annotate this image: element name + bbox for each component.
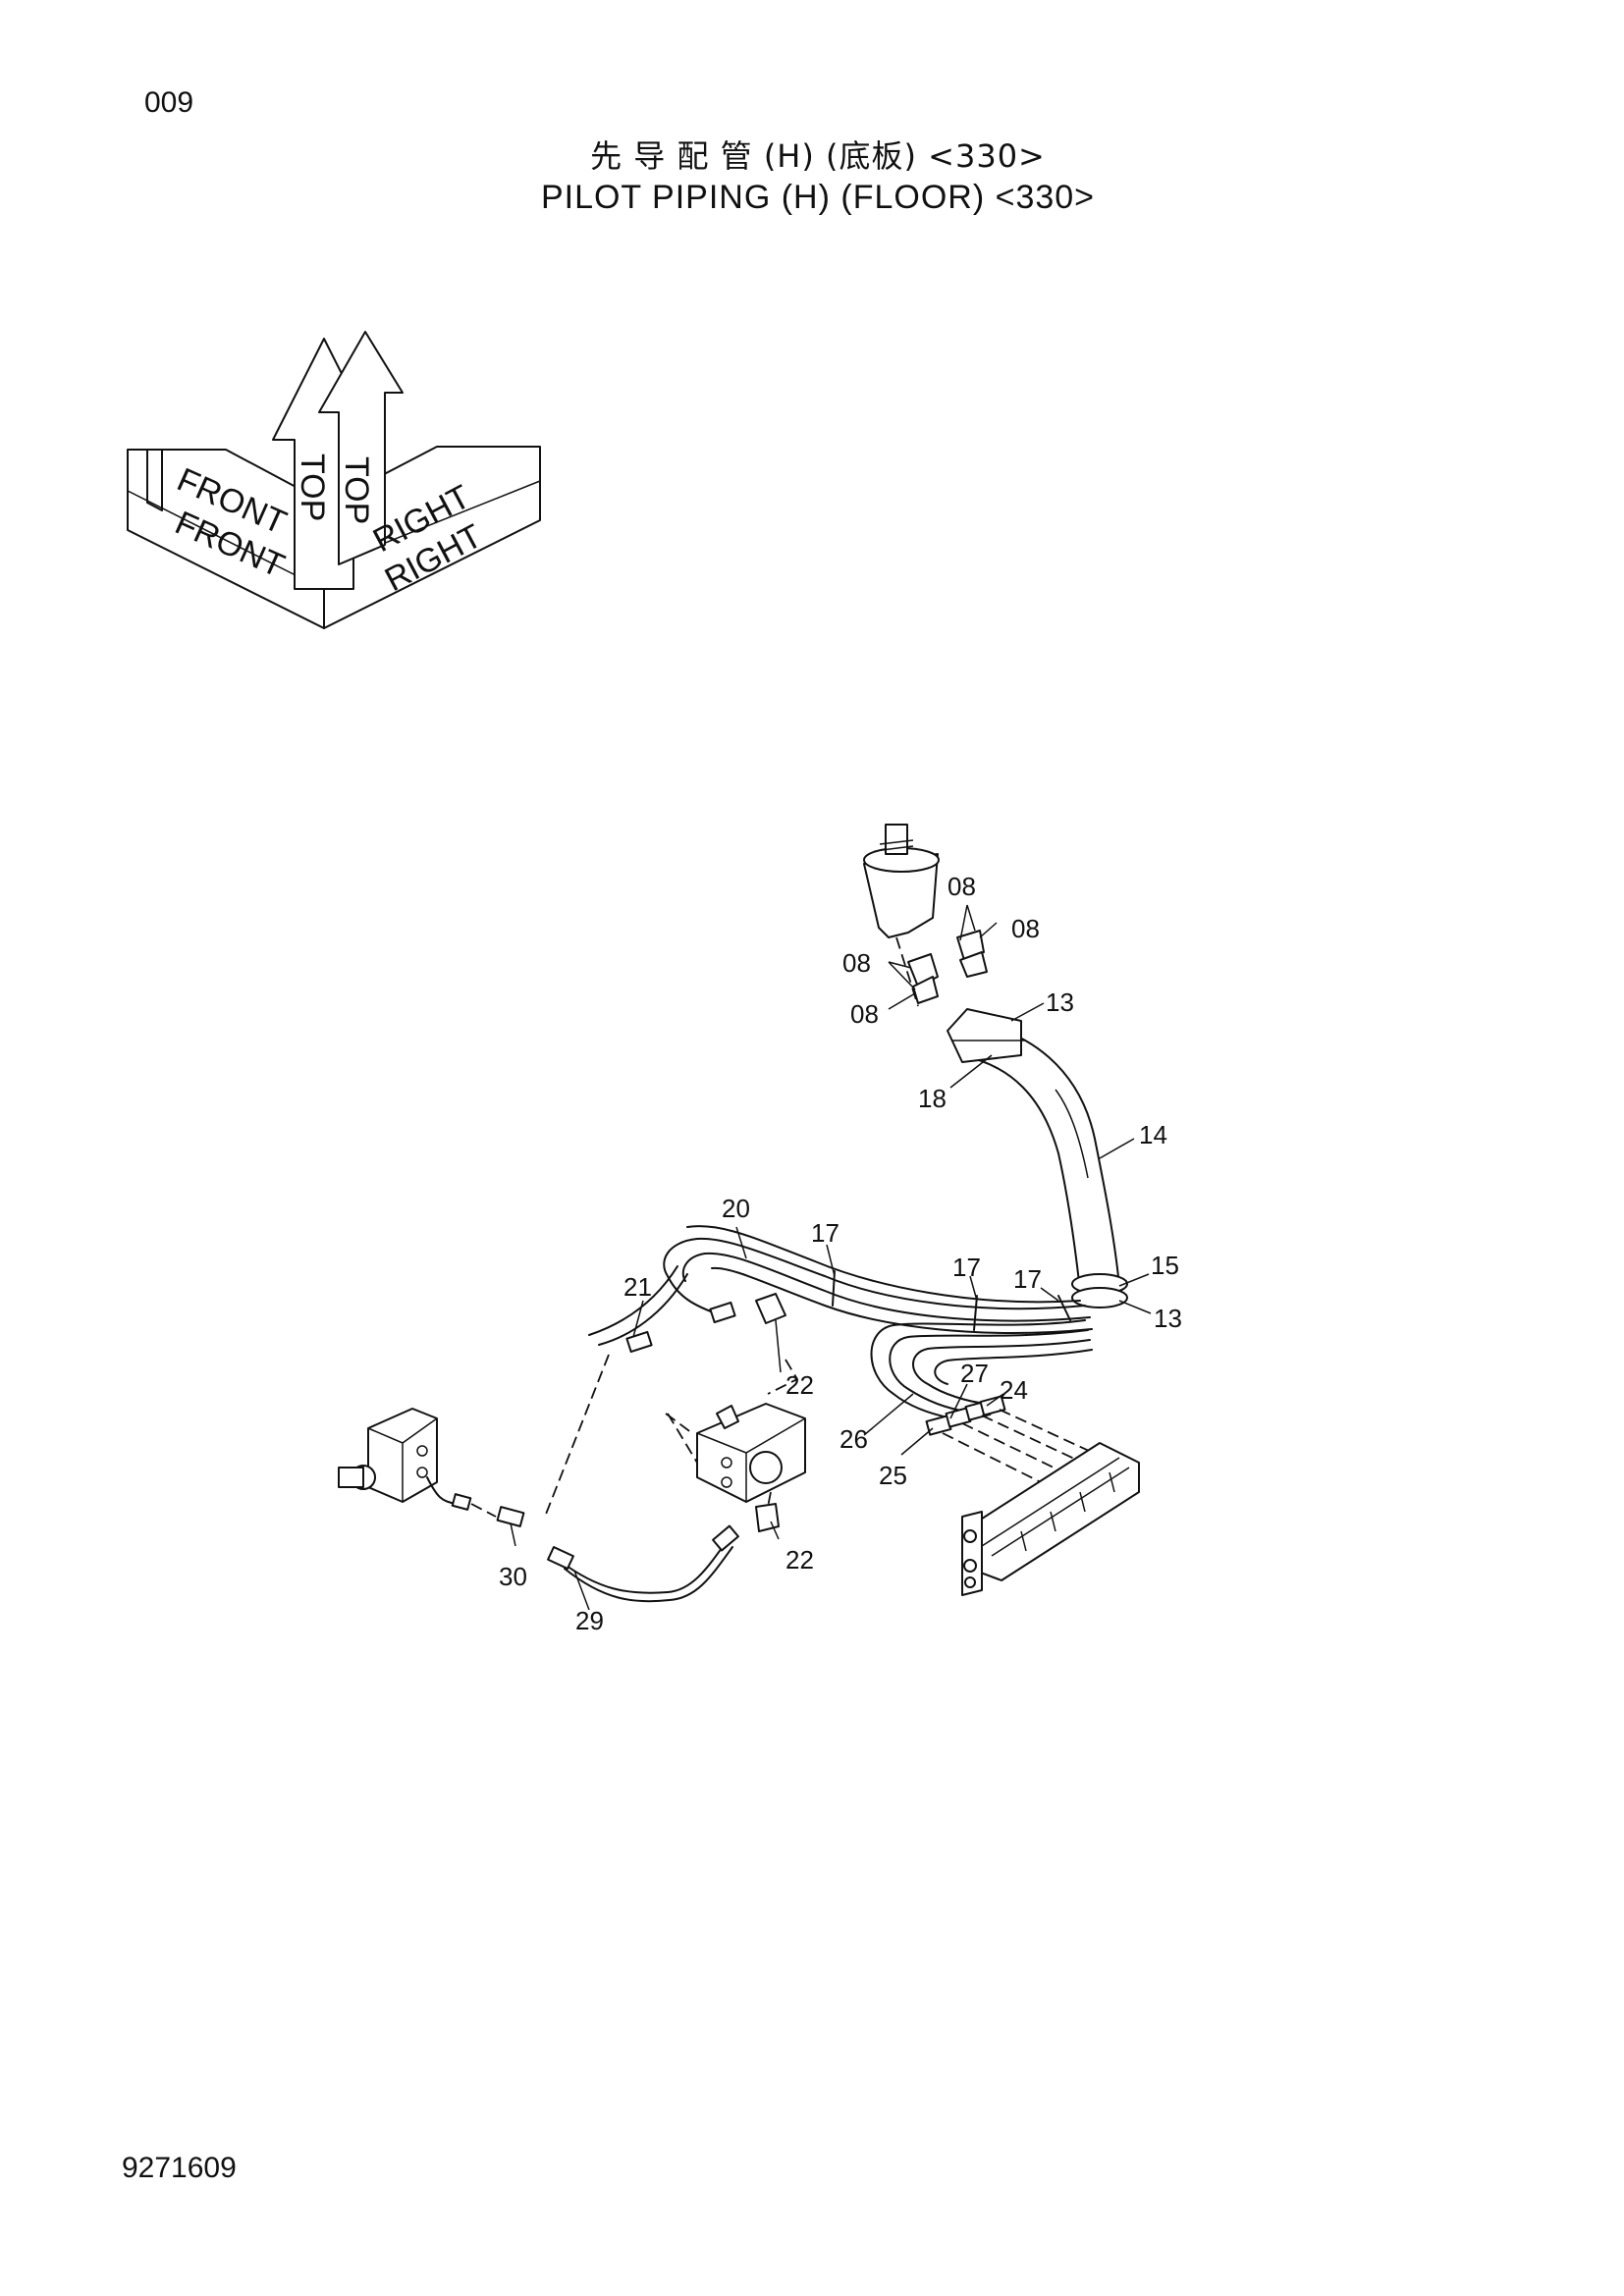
hose-group-lower <box>870 1319 1115 1493</box>
callout-15: 15 <box>1151 1251 1179 1280</box>
leader-lines <box>510 904 1152 1611</box>
title-english: PILOT PIPING (H) (FLOOR) <330> <box>540 179 1096 216</box>
callout-29: 29 <box>575 1606 604 1635</box>
callout-26: 26 <box>839 1424 868 1454</box>
callout-22: 22 <box>785 1370 814 1400</box>
control-valve-block <box>961 1442 1140 1596</box>
callout-17: 17 <box>811 1218 839 1248</box>
callout-17: 17 <box>1013 1264 1042 1294</box>
fitting-08-group <box>907 930 988 1004</box>
document-code: 9271609 <box>122 2152 237 2184</box>
hose-bundle-20 <box>588 1225 1093 1354</box>
callout-20: 20 <box>722 1194 750 1223</box>
callout-08: 08 <box>947 872 976 901</box>
callout-08: 08 <box>850 999 879 1029</box>
title-chinese: 先 导 配 管 (H) (底板) <330> <box>590 137 1046 175</box>
top-label-left: TOP <box>294 454 331 521</box>
callout-14: 14 <box>1139 1120 1167 1149</box>
selector-valve-block <box>665 1359 806 1532</box>
callout-18: 18 <box>918 1084 947 1113</box>
callout-08: 08 <box>1011 914 1040 943</box>
hose-bundle-14 <box>947 1008 1128 1308</box>
callout-08: 08 <box>842 948 871 978</box>
callout-22: 22 <box>785 1545 814 1575</box>
callout-24: 24 <box>1000 1375 1028 1405</box>
page-number: 009 <box>144 86 194 119</box>
callout-21: 21 <box>623 1272 652 1302</box>
callout-13: 13 <box>1154 1304 1182 1333</box>
solenoid-valve <box>338 1408 472 1511</box>
callout-27: 27 <box>960 1359 989 1388</box>
hose-29 <box>470 1354 739 1603</box>
top-label-right: TOP <box>338 456 375 524</box>
orientation-indicator: FRONT FRONT TOP TOP RIGHT RIGHT <box>127 331 541 629</box>
callouts: 08 08 08 08 13 18 14 20 17 17 17 15 13 2… <box>499 872 1182 1635</box>
callout-17: 17 <box>952 1253 981 1282</box>
pilot-valve <box>863 824 940 1007</box>
callout-25: 25 <box>879 1461 907 1490</box>
callout-13: 13 <box>1046 988 1074 1017</box>
callout-30: 30 <box>499 1562 527 1591</box>
